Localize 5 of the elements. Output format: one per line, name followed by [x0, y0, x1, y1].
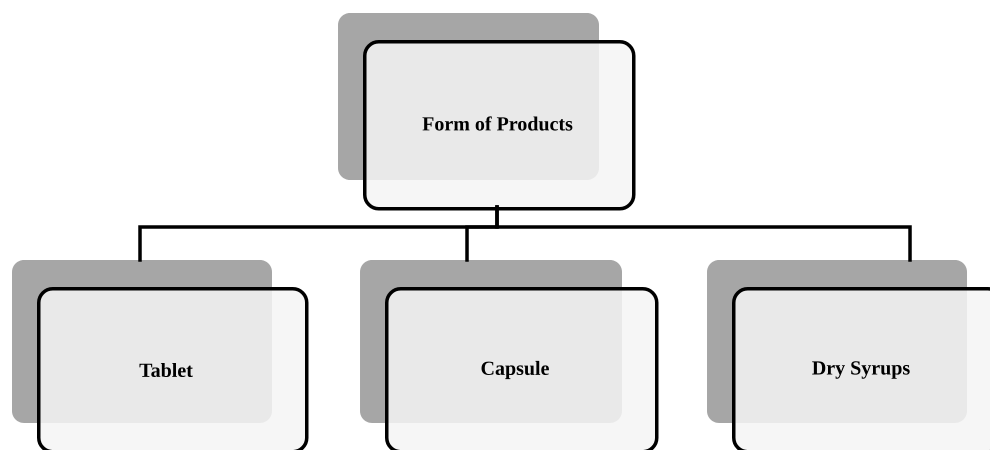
- category-box: Capsule: [360, 260, 658, 450]
- root-box: Form of Products: [338, 13, 636, 210]
- category-box: Tablet: [12, 260, 308, 450]
- connector-line: [495, 205, 912, 262]
- category-box: Dry Syrups: [707, 260, 990, 450]
